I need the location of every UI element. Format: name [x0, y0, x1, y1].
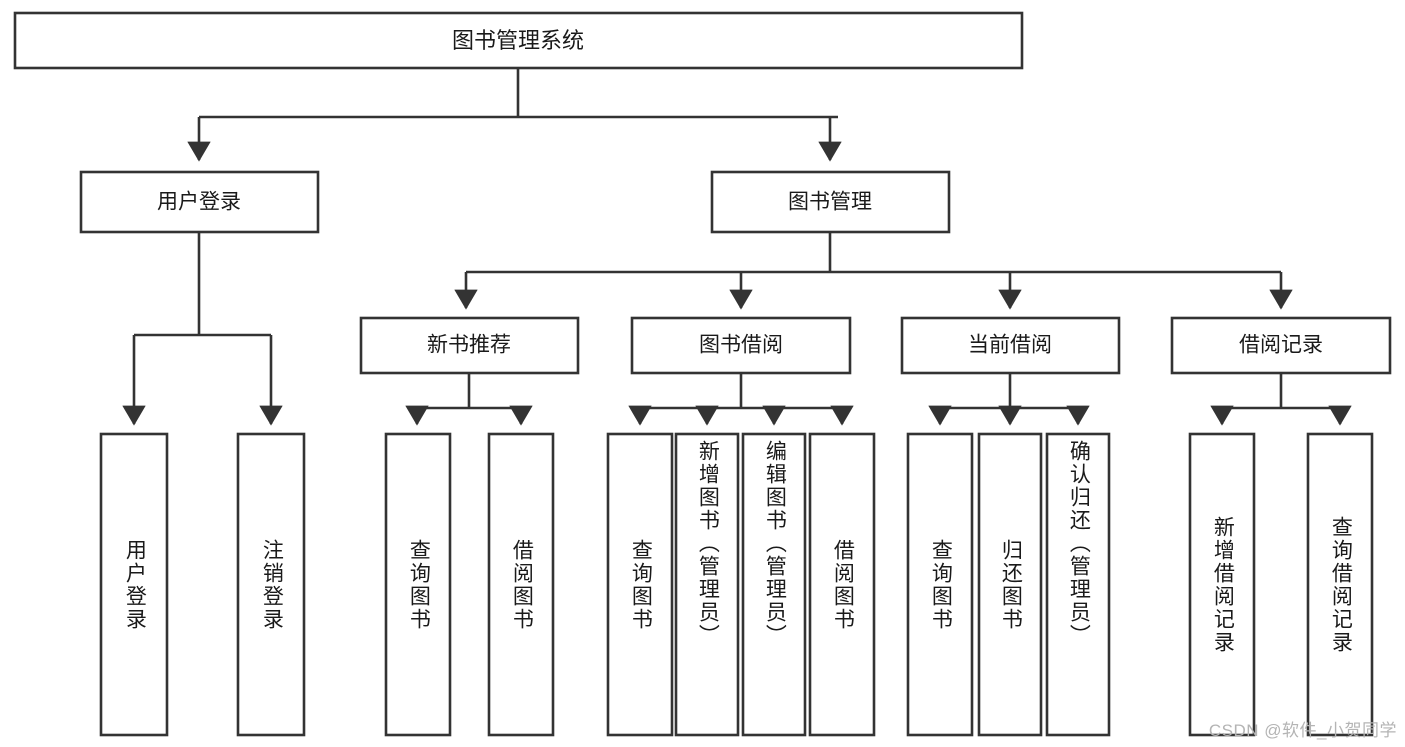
leaf-box-bb-borrow-book[interactable]: [808, 432, 876, 737]
borrow-record-label: 借阅记录: [1239, 334, 1323, 357]
book-manage-box[interactable]: [710, 170, 951, 234]
node-new-book-recommend[interactable]: 新书推荐: [359, 316, 580, 375]
current-borrow-label: 当前借阅: [968, 334, 1052, 357]
leaf-box-cb-query-book[interactable]: [906, 432, 974, 737]
user-login-label: 用户登录: [157, 191, 241, 214]
node-borrow-record[interactable]: 借阅记录: [1170, 316, 1392, 375]
connector-user-login-to-leaves: [122, 232, 283, 426]
node-current-borrow[interactable]: 当前借阅: [900, 316, 1121, 375]
leaf-box-nb-query-book[interactable]: [384, 432, 452, 737]
connector-borrow-record-to-leaves: [1210, 373, 1352, 426]
connector-new-book-to-leaves: [405, 373, 533, 426]
root-label: 图书管理系统: [452, 28, 584, 53]
node-book-borrow[interactable]: 图书借阅: [630, 316, 852, 375]
leaf-box-logout[interactable]: [236, 432, 306, 737]
connector-book-borrow-to-leaves: [628, 373, 854, 426]
node-book-manage[interactable]: 图书管理: [710, 170, 951, 234]
connector-root-to-level2: [187, 68, 842, 162]
csdn-watermark: CSDN @软件_小贺同学: [1208, 721, 1397, 740]
connector-current-borrow-to-leaves: [928, 373, 1090, 426]
leaf-box-cb-return-book[interactable]: [977, 432, 1043, 737]
leaf-box-br-add-record[interactable]: [1188, 432, 1256, 737]
book-borrow-label: 图书借阅: [699, 334, 783, 357]
book-manage-label: 图书管理: [788, 191, 872, 214]
leaf-box-bb-add-book[interactable]: [674, 432, 740, 737]
leaf-box-user-login[interactable]: [99, 432, 169, 737]
root-box[interactable]: [13, 11, 1024, 70]
new-book-recommend-label: 新书推荐: [427, 334, 511, 357]
borrow-record-box[interactable]: [1170, 316, 1392, 375]
leaf-box-cb-confirm-return[interactable]: [1045, 432, 1111, 737]
leaf-box-bb-query-book[interactable]: [606, 432, 674, 737]
leaf-box-br-query-record[interactable]: [1306, 432, 1374, 737]
connector-book-manage-to-level3: [454, 232, 1293, 310]
current-borrow-box[interactable]: [900, 316, 1121, 375]
leaf-box-nb-borrow-book[interactable]: [487, 432, 555, 737]
node-root[interactable]: 图书管理系统: [13, 11, 1024, 70]
book-borrow-box[interactable]: [630, 316, 852, 375]
leaf-box-bb-edit-book[interactable]: [741, 432, 807, 737]
new-book-recommend-box[interactable]: [359, 316, 580, 375]
node-user-login[interactable]: 用户登录: [79, 170, 320, 234]
